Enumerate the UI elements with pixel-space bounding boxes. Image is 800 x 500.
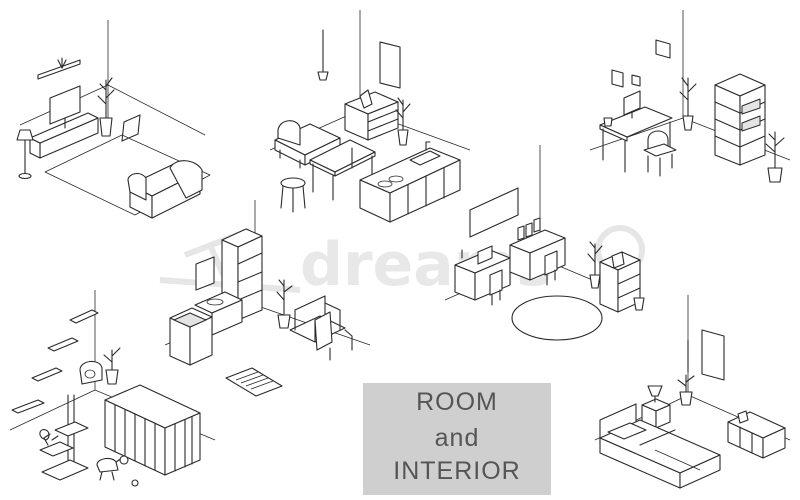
living-rug: [44, 134, 211, 216]
dog: [96, 455, 129, 481]
cat: [43, 433, 59, 446]
dining-table: [309, 139, 376, 201]
title-box: ROOM and INTERIOR: [363, 383, 551, 495]
whiteboard: [469, 187, 519, 238]
round-rug: [511, 295, 603, 341]
bed: [599, 403, 721, 489]
floor-lamp: [16, 129, 34, 180]
wall-frame: [611, 69, 624, 88]
pet-room-scene: [9, 290, 216, 487]
low-dresser: [727, 410, 786, 459]
cat-shelf: [69, 309, 99, 324]
bathroom-laundry-scene: [164, 200, 371, 397]
office-desk: [599, 90, 673, 173]
floor-plant: [765, 131, 785, 183]
shelf-plant: [57, 57, 67, 69]
wall-frame: [655, 39, 671, 59]
pet-playpen: [104, 384, 201, 476]
sink: [409, 150, 441, 166]
stool: [280, 177, 306, 213]
cat-shelf: [31, 367, 63, 382]
cat-shelf: [11, 399, 45, 414]
kitchen-plant: [395, 97, 411, 146]
office-plant: [679, 77, 697, 131]
study-plant: [587, 241, 603, 289]
monitor: [623, 90, 641, 116]
drying-rack: [289, 295, 353, 361]
wall-picture: [701, 329, 725, 381]
tv: [49, 85, 81, 125]
study-room-scene: [444, 145, 645, 341]
tv-unit: [29, 85, 99, 159]
waste-bin: [633, 297, 645, 311]
mirror: [195, 256, 215, 291]
kitchen-counter: [359, 141, 461, 223]
home-office-scene: [589, 10, 791, 183]
pendant-lamp: [317, 71, 329, 81]
pet-plant: [103, 347, 121, 385]
wall-picture: [379, 41, 401, 89]
dresser: [344, 89, 399, 141]
title-line-2: and: [434, 424, 480, 452]
washing-machine: [169, 307, 213, 366]
bedroom-plant: [677, 374, 695, 406]
desk-lamp: [603, 117, 613, 127]
pet-house: [79, 360, 103, 385]
study-desk-2: [509, 217, 566, 286]
easel-board: [121, 114, 141, 142]
living-room-scene: [16, 20, 211, 219]
bedroom-scene: [594, 295, 791, 489]
living-plant: [97, 77, 115, 137]
nightstand: [641, 385, 671, 429]
title-line-1: ROOM: [416, 388, 498, 416]
bedside-lamp: [647, 385, 663, 397]
ball-toy: [131, 479, 139, 487]
cat-tower: [39, 394, 89, 481]
wall-frame: [631, 74, 641, 87]
cat-shelf: [47, 337, 79, 352]
study-desk-1: [454, 245, 511, 306]
bookshelf: [714, 73, 766, 166]
wall-shelf: [37, 59, 81, 80]
bath-plant: [276, 279, 293, 329]
study-shelf: [599, 251, 641, 313]
sofa: [127, 160, 203, 219]
title-line-3: INTERIOR: [393, 457, 521, 485]
office-chair: [643, 130, 677, 177]
bath-mat: [225, 367, 283, 397]
dining-kitchen-scene: [269, 10, 471, 223]
